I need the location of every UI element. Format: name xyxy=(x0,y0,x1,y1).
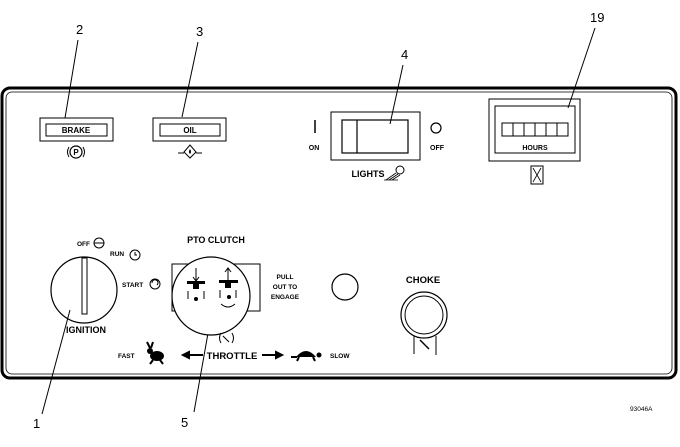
callout-4: 4 xyxy=(389,47,408,125)
engine-off-icon xyxy=(93,237,105,249)
figure-id: 93046A xyxy=(630,406,653,413)
throttle-slow-label: SLOW xyxy=(330,353,350,360)
choke-knob[interactable]: CHOKE xyxy=(400,275,448,355)
ignition-start-label: START xyxy=(122,282,143,289)
throttle-fast-label: FAST xyxy=(118,353,135,360)
callout-5: 5 xyxy=(181,321,211,430)
throttle-control[interactable]: FAST THROTTLE SLOW xyxy=(118,332,350,365)
pto-label: PTO CLUTCH xyxy=(187,235,245,245)
lights-off-label: OFF xyxy=(430,145,445,152)
callout-number: 1 xyxy=(33,416,40,431)
brake-indicator: BRAKE P xyxy=(39,117,114,159)
lights-on-label: ON xyxy=(309,145,320,152)
callout-19: 19 xyxy=(567,10,604,109)
choke-label: CHOKE xyxy=(406,275,440,286)
off-mark xyxy=(430,122,442,134)
callout-number: 19 xyxy=(590,10,604,25)
callout-number: 4 xyxy=(401,47,408,62)
lights-switch[interactable]: ON OFF LIGHTS xyxy=(309,111,445,181)
pto-disengaged-icon xyxy=(187,268,205,301)
callout-number: 3 xyxy=(196,24,203,39)
engine-start-icon xyxy=(149,278,161,290)
key-slot[interactable] xyxy=(81,257,88,315)
callout-2: 2 xyxy=(64,22,83,119)
blank-plug xyxy=(331,273,359,301)
svg-text:P: P xyxy=(73,148,79,157)
ignition-switch[interactable]: IGNITION OFF RUN START xyxy=(50,237,161,335)
pto-clutch-knob[interactable]: PTO CLUTCH PULL OUT TO ENGAGE xyxy=(171,235,300,336)
hour-meter: HOURS xyxy=(488,98,581,185)
headlight-icon xyxy=(384,165,405,181)
hourglass-icon xyxy=(530,165,544,185)
engine-run-icon xyxy=(129,249,141,261)
callout-number: 5 xyxy=(181,415,188,430)
hours-label: HOURS xyxy=(522,145,548,152)
throttle-label: THROTTLE xyxy=(207,351,258,362)
turtle-icon xyxy=(291,351,322,362)
panel-outline xyxy=(0,86,678,380)
rabbit-icon xyxy=(146,341,164,365)
throttle-lever-icon xyxy=(219,332,234,344)
panel-inner-outline xyxy=(5,91,673,375)
oil-pressure-icon xyxy=(178,144,202,159)
ignition-off-label: OFF xyxy=(77,241,90,248)
callout-3: 3 xyxy=(181,24,203,118)
ignition-run-label: RUN xyxy=(110,251,124,258)
oil-indicator: OIL xyxy=(152,117,227,159)
lights-label: LIGHTS xyxy=(352,169,385,179)
parking-brake-icon: P xyxy=(67,145,85,159)
choke-icon xyxy=(413,336,437,355)
brake-label: BRAKE xyxy=(62,126,91,135)
arrow-right-icon xyxy=(262,350,285,360)
callout-number: 2 xyxy=(76,22,83,37)
ignition-label: IGNITION xyxy=(66,325,106,335)
hour-digits xyxy=(501,122,569,137)
pto-instruction-line: PULL xyxy=(277,274,294,281)
arrow-left-icon xyxy=(180,350,203,360)
rocker-switch[interactable] xyxy=(341,119,409,154)
pto-engaged-icon xyxy=(219,267,238,308)
pto-instruction-line: OUT TO xyxy=(273,284,297,291)
callout-1: 1 xyxy=(33,309,71,431)
oil-label: OIL xyxy=(183,126,196,135)
pto-instruction-line: ENGAGE xyxy=(271,294,300,301)
